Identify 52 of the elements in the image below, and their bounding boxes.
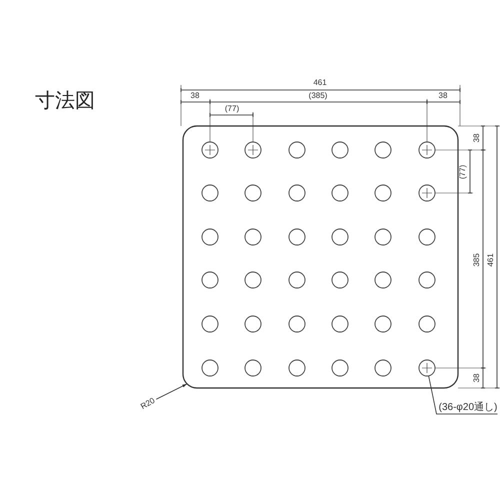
dimension-label: (77) [224, 105, 240, 113]
dimension-label: 38 [473, 134, 481, 142]
hole [418, 184, 436, 202]
hole [374, 184, 392, 202]
dimension-label: 38 [438, 92, 448, 100]
dimension-note: R20 [140, 396, 156, 412]
hole [244, 142, 262, 158]
dimension-label: 461 [487, 253, 495, 267]
hole [332, 142, 348, 158]
drawing-title: 寸法図 [35, 91, 95, 111]
hole [418, 272, 436, 288]
hole [244, 184, 262, 202]
hole [202, 360, 218, 376]
hole [202, 184, 218, 202]
hole [332, 228, 348, 246]
hole [374, 142, 392, 158]
hole [244, 316, 262, 332]
hole [374, 316, 392, 332]
hole [418, 228, 436, 246]
hole [202, 272, 218, 288]
hole [288, 184, 306, 202]
hole [332, 316, 348, 332]
dimension-label: (77) [459, 164, 467, 180]
leader-line [428, 375, 498, 414]
hole [244, 272, 262, 288]
hole [374, 360, 392, 376]
dimension-note: (36-φ20通し) [438, 403, 498, 413]
dimension-label: (385) [308, 92, 328, 100]
hole [418, 360, 436, 376]
hole [244, 228, 262, 246]
hole [202, 142, 218, 158]
hole [288, 360, 306, 376]
dimension-label: 38 [190, 92, 200, 100]
hole [332, 360, 348, 376]
hole [202, 228, 218, 246]
dimension-label: 38 [473, 374, 481, 382]
hole [288, 142, 306, 158]
hole [374, 272, 392, 288]
hole [418, 316, 436, 332]
plate [182, 125, 459, 389]
dimension-label: 461 [313, 79, 327, 87]
leader-line [156, 384, 188, 400]
hole [288, 228, 306, 246]
hole [332, 184, 348, 202]
hole [202, 316, 218, 332]
hole [374, 228, 392, 246]
dimension-label: 385 [473, 253, 481, 267]
hole [244, 360, 262, 376]
hole [332, 272, 348, 288]
hole [288, 316, 306, 332]
hole [418, 142, 436, 158]
hole [288, 272, 306, 288]
